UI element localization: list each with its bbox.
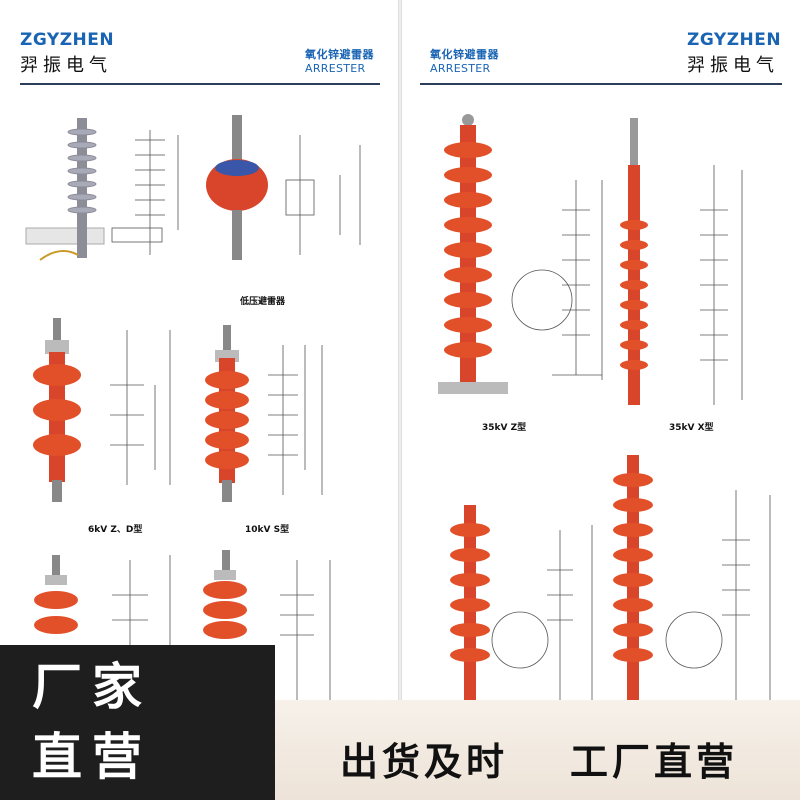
35kv-z-arrester-photo bbox=[438, 114, 508, 394]
category-heading: 氧化锌避雷器 ARRESTER bbox=[305, 46, 374, 75]
left-catalog-page: ZGYZHEN 羿振电气 氧化锌避雷器 ARRESTER bbox=[0, 0, 398, 700]
caption-10kv: 10kV S型 bbox=[245, 525, 290, 535]
brand-name-en: ZGYZHEN bbox=[20, 30, 115, 50]
brand-name-cn: 羿振电气 bbox=[20, 55, 112, 76]
slogan-fast-shipping: 出货及时 bbox=[340, 740, 509, 784]
caption-35kv-x: 35kV X型 bbox=[669, 423, 714, 433]
lower-right-arrester-photos bbox=[450, 455, 653, 700]
35kv-x-arrester-diagram bbox=[700, 165, 743, 405]
caption-low-voltage: 低压避雷器 bbox=[240, 297, 286, 307]
low-voltage-arrester-photo bbox=[206, 115, 268, 260]
category-title-cn: 氧化锌避雷器 bbox=[305, 48, 374, 61]
lower-left-arrester-photos bbox=[34, 550, 247, 639]
left-product-drawings bbox=[25, 115, 361, 700]
caption-6kv: 6kV Z、D型 bbox=[88, 525, 143, 535]
35kv-z-arrester-diagram bbox=[511, 180, 603, 380]
slogan-factory-direct: 工厂直营 bbox=[570, 740, 739, 784]
promo-dark-box bbox=[0, 645, 275, 800]
10kv-arrester-photo bbox=[205, 325, 249, 502]
6kv-arrester-photo bbox=[33, 318, 81, 502]
promo-line-1: 厂家 bbox=[32, 658, 152, 716]
lower-left-arrester-diagrams bbox=[112, 555, 331, 700]
brand-name-cn: 羿振电气 bbox=[687, 55, 779, 76]
grey-arrester-photo bbox=[25, 118, 105, 261]
promo-line-2: 直营 bbox=[32, 728, 152, 786]
category-title-cn: 氧化锌避雷器 bbox=[430, 48, 499, 61]
brand-logo: ZGYZHEN 羿振电气 bbox=[687, 30, 781, 77]
right-catalog-page: 氧化锌避雷器 ARRESTER ZGYZHEN 羿振电气 bbox=[402, 0, 800, 700]
lower-right-arrester-diagrams bbox=[491, 490, 771, 700]
35kv-x-arrester-photo bbox=[620, 118, 648, 405]
brand-name-en: ZGYZHEN bbox=[687, 30, 782, 50]
category-title-en: ARRESTER bbox=[305, 62, 366, 75]
page-gutter bbox=[398, 0, 402, 700]
caption-35kv-z: 35kV Z型 bbox=[482, 423, 527, 433]
right-product-drawings bbox=[438, 114, 771, 700]
category-title-en: ARRESTER bbox=[430, 62, 491, 75]
header-rule bbox=[420, 83, 782, 85]
grey-arrester-diagram bbox=[111, 130, 179, 255]
header-rule bbox=[20, 83, 380, 85]
10kv-arrester-diagram bbox=[268, 345, 323, 495]
6kv-arrester-diagram bbox=[110, 330, 171, 485]
brand-logo: ZGYZHEN 羿振电气 bbox=[20, 30, 114, 77]
category-heading: 氧化锌避雷器 ARRESTER bbox=[430, 46, 499, 75]
low-voltage-arrester-diagram bbox=[285, 135, 361, 255]
